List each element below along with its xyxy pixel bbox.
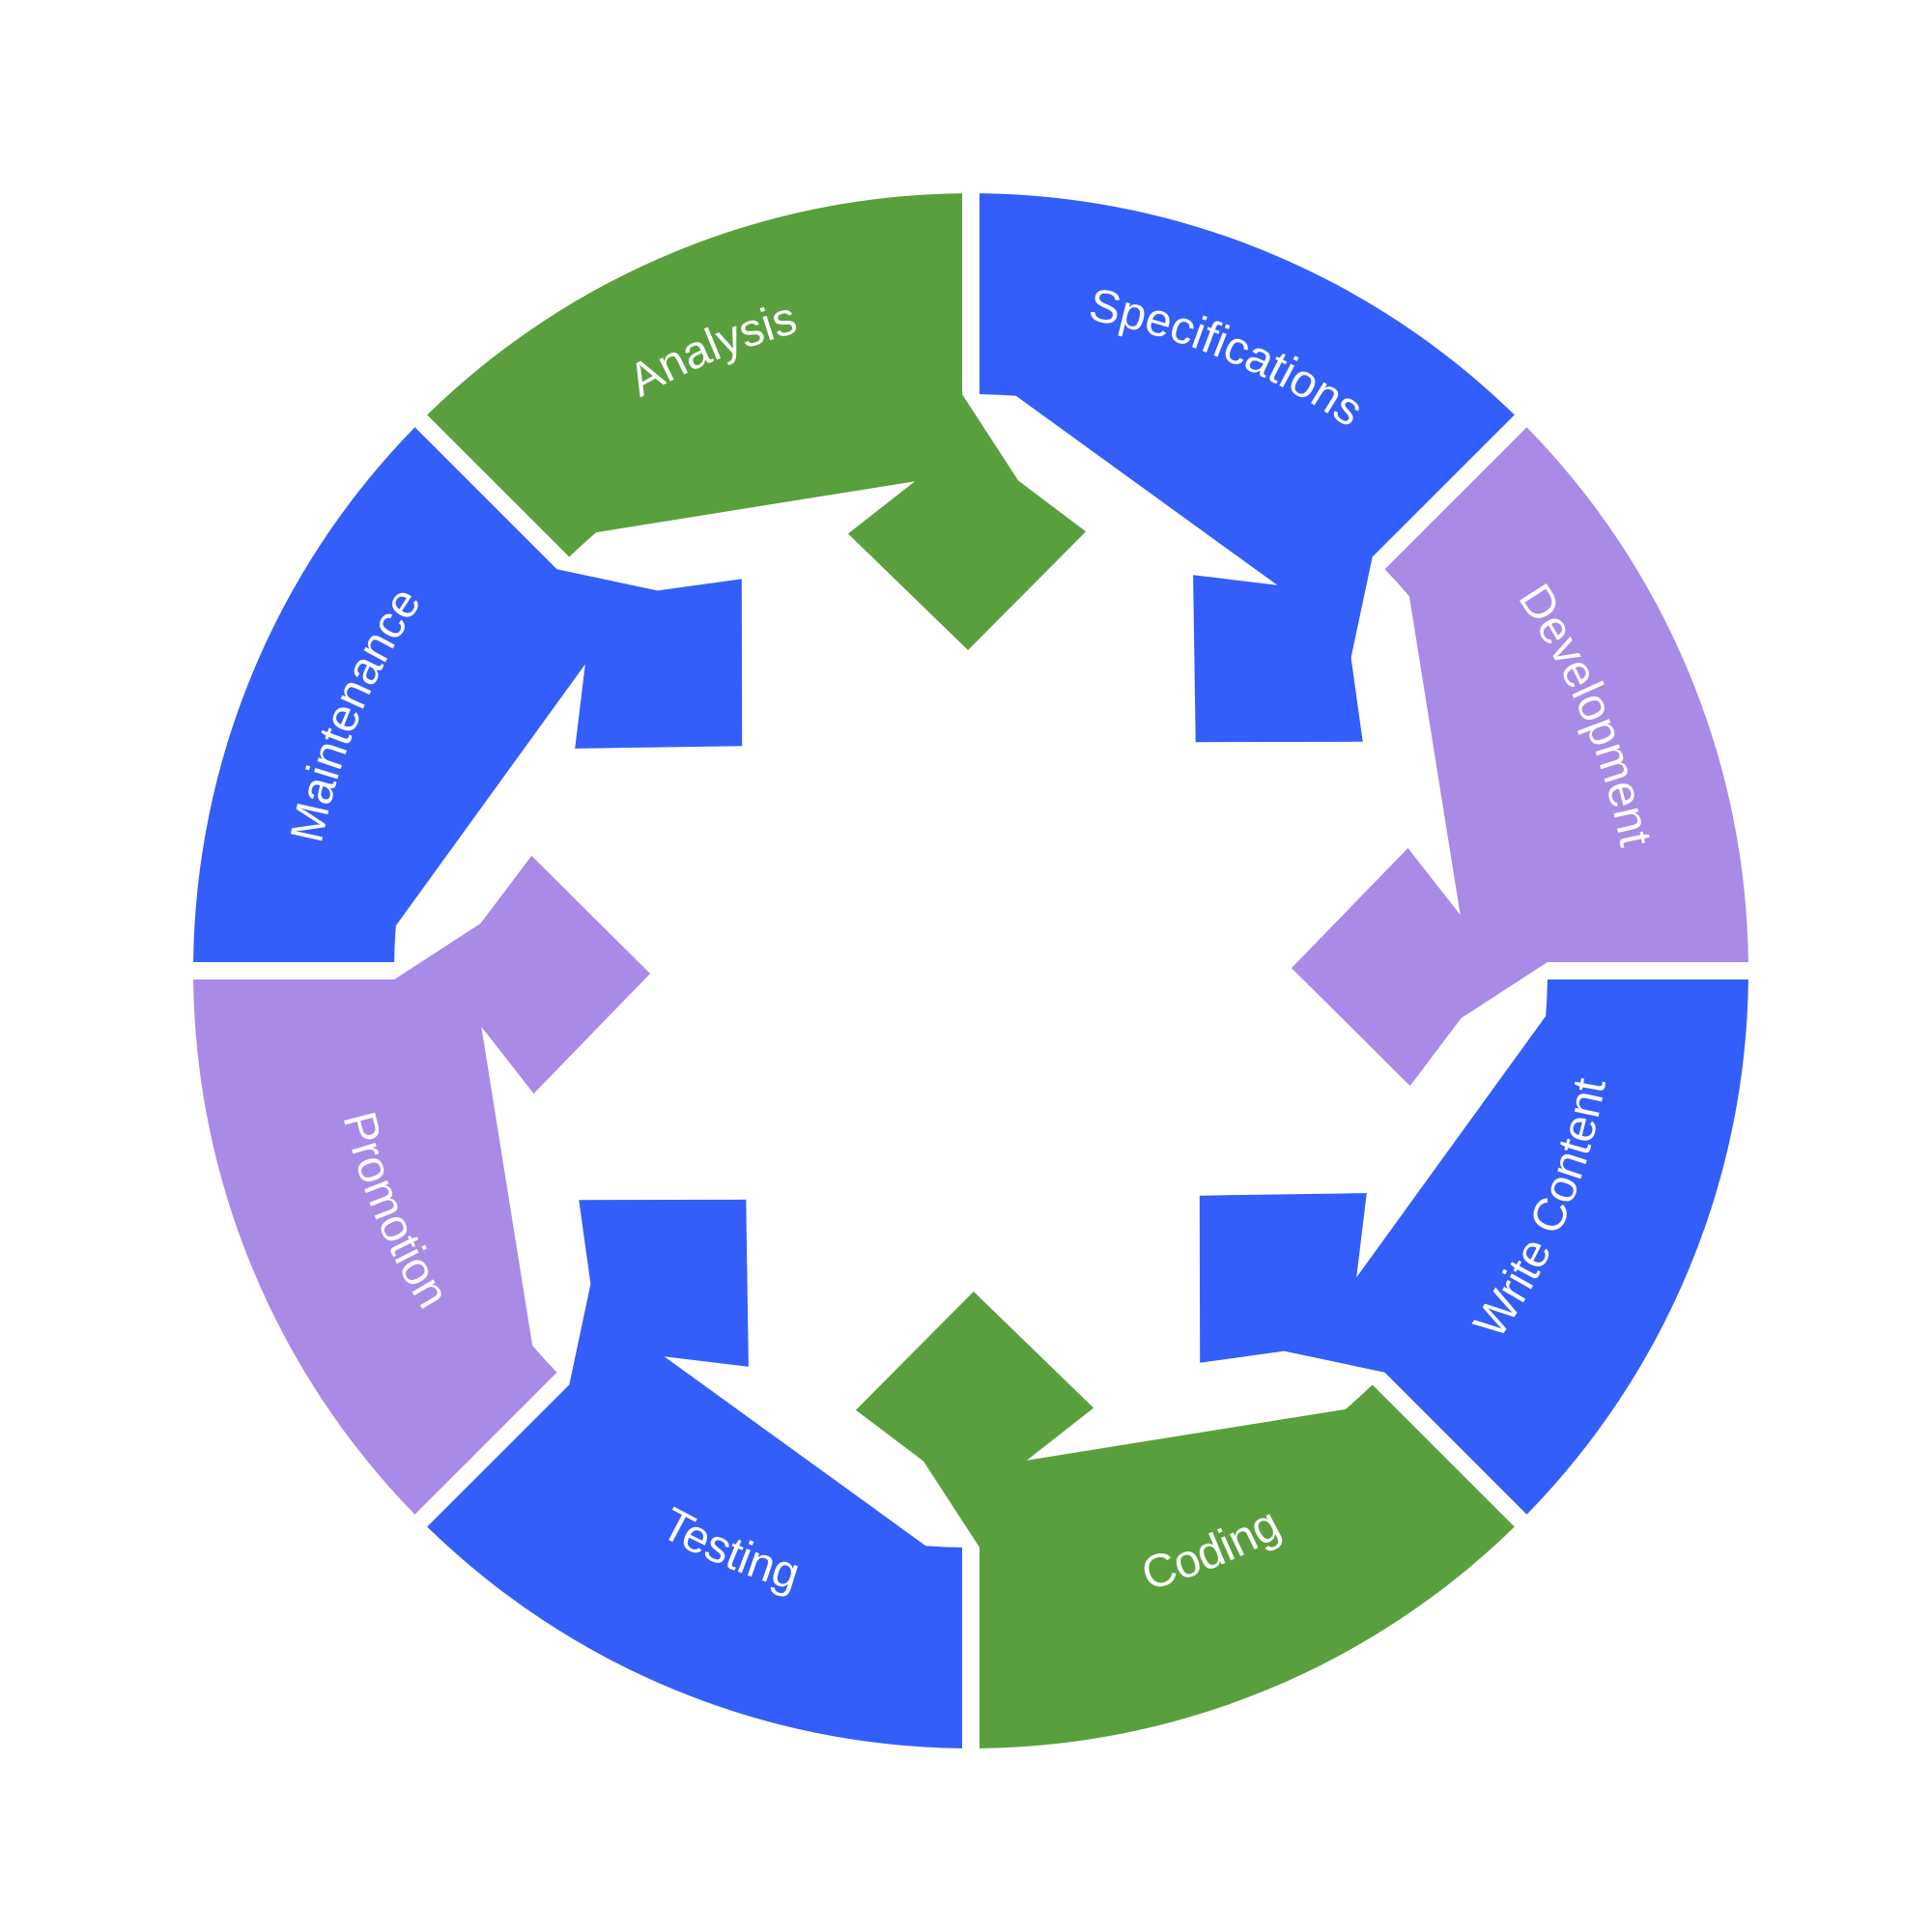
segment-development[interactable]: Development: [1292, 427, 1748, 1087]
segment-maintenance[interactable]: Maintenance: [193, 427, 743, 962]
segment-shape: [1199, 980, 1748, 1515]
segment-testing[interactable]: Testing: [427, 1199, 962, 1748]
segment-promotion[interactable]: Promotion: [193, 855, 650, 1515]
segment-shape: [193, 855, 650, 1515]
segment-shape: [427, 193, 1087, 650]
segment-shape: [855, 1292, 1515, 1748]
segment-shape: [427, 1199, 962, 1748]
segment-shape: [1292, 427, 1748, 1087]
segment-shape: [193, 427, 743, 962]
segment-analysis[interactable]: Analysis: [427, 193, 1087, 650]
segment-shape: [980, 193, 1515, 743]
segment-specifications[interactable]: Specifications: [980, 193, 1515, 743]
segment-coding[interactable]: Coding: [855, 1292, 1515, 1748]
segment-write-content[interactable]: Write Content: [1199, 980, 1748, 1515]
